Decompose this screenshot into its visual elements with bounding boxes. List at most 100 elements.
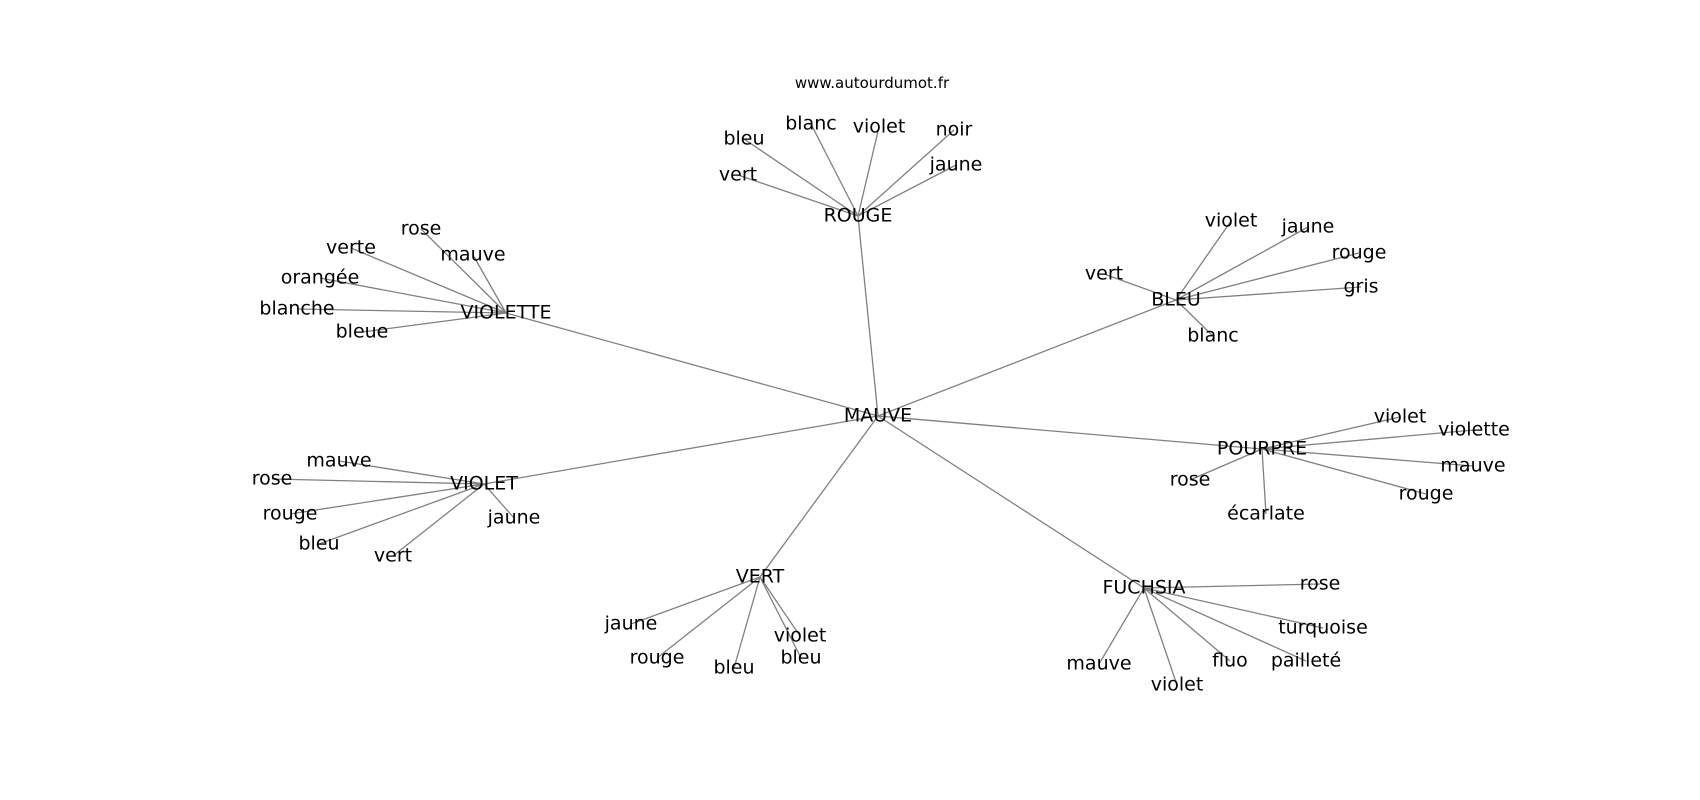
edge-rouge-leaf-4 (857, 129, 955, 217)
leaf-node-bleu-5[interactable]: blanc (1187, 325, 1238, 347)
edge-violette-leaf-3 (350, 247, 507, 314)
leaf-node-violette-5[interactable]: mauve (440, 244, 505, 266)
edge-center-violet (483, 415, 879, 485)
leaf-node-bleu-3[interactable]: rouge (1332, 242, 1387, 264)
edge-center-pourpre (877, 415, 1263, 450)
edge-vert-leaf-0 (630, 576, 761, 625)
edge-violette-leaf-0 (361, 312, 507, 333)
hub-node-violet[interactable]: VIOLET (450, 473, 518, 495)
leaf-node-rouge-0[interactable]: vert (719, 164, 757, 186)
leaf-node-vert-1[interactable]: rouge (630, 647, 685, 669)
leaf-node-rouge-1[interactable]: bleu (723, 128, 764, 150)
edge-pourpre-leaf-0 (1261, 416, 1401, 450)
edge-violet-leaf-2 (289, 483, 485, 515)
edge-violette-leaf-4 (420, 228, 507, 314)
leaf-node-violette-2[interactable]: orangée (281, 267, 360, 289)
edge-bleu-leaf-3 (1175, 252, 1360, 301)
graph-edges (271, 123, 1475, 686)
edge-violet-leaf-5 (483, 483, 515, 519)
edge-violet-leaf-4 (392, 483, 485, 557)
edge-center-violette (505, 312, 879, 417)
edge-center-fuchsia (877, 415, 1145, 589)
edge-vert-leaf-4 (759, 576, 802, 659)
edge-rouge-leaf-0 (737, 174, 859, 217)
edge-bleu-leaf-4 (1175, 286, 1362, 301)
leaf-node-violette-3[interactable]: verte (326, 237, 376, 259)
edge-violet-leaf-0 (338, 460, 485, 485)
edge-violet-leaf-3 (318, 483, 485, 545)
hub-node-vert[interactable]: VERT (736, 566, 785, 588)
hub-node-bleu[interactable]: BLEU (1151, 289, 1201, 311)
edge-fuchsia-leaf-4 (1143, 587, 1178, 686)
leaf-node-fuchsia-2[interactable]: pailleté (1271, 650, 1341, 672)
edge-bleu-leaf-1 (1175, 220, 1232, 301)
leaf-node-pourpre-5[interactable]: rose (1170, 469, 1211, 491)
edge-fuchsia-leaf-3 (1143, 587, 1231, 662)
edge-rouge-leaf-2 (810, 123, 859, 217)
leaf-node-violet-5[interactable]: jaune (487, 507, 541, 529)
graph-labels: www.autourdumot.fr MAUVEROUGEvertbleubla… (252, 74, 1510, 696)
leaf-node-bleu-0[interactable]: vert (1085, 263, 1123, 285)
leaf-node-pourpre-0[interactable]: violet (1374, 406, 1427, 428)
edge-bleu-leaf-5 (1175, 299, 1214, 337)
leaf-node-violet-2[interactable]: rouge (263, 503, 318, 525)
leaf-node-bleu-4[interactable]: gris (1343, 276, 1378, 298)
edge-fuchsia-leaf-0 (1143, 583, 1321, 589)
leaf-node-vert-0[interactable]: jaune (604, 613, 658, 635)
leaf-node-rouge-5[interactable]: jaune (929, 154, 983, 176)
edge-bleu-leaf-0 (1103, 273, 1177, 301)
edge-violette-leaf-2 (319, 277, 507, 314)
edge-pourpre-leaf-1 (1261, 429, 1475, 450)
hub-node-rouge[interactable]: ROUGE (824, 205, 893, 227)
edge-center-bleu (877, 299, 1177, 417)
leaf-node-bleu-1[interactable]: violet (1205, 210, 1258, 232)
site-url: www.autourdumot.fr (795, 74, 950, 92)
edge-center-rouge (857, 215, 879, 417)
edge-fuchsia-leaf-1 (1143, 587, 1324, 629)
edge-pourpre-leaf-4 (1261, 448, 1267, 515)
leaf-node-pourpre-3[interactable]: rouge (1399, 483, 1454, 505)
leaf-node-fuchsia-1[interactable]: turquoise (1278, 617, 1368, 639)
edge-rouge-leaf-5 (857, 164, 957, 217)
leaf-node-violet-3[interactable]: bleu (298, 533, 339, 555)
edge-vert-leaf-3 (759, 576, 801, 637)
leaf-node-vert-4[interactable]: bleu (780, 647, 821, 669)
leaf-node-violette-0[interactable]: bleue (336, 321, 389, 343)
leaf-node-violet-1[interactable]: rose (252, 468, 293, 490)
edge-pourpre-leaf-2 (1261, 448, 1474, 467)
hub-node-violette[interactable]: VIOLETTE (460, 302, 551, 324)
leaf-node-pourpre-4[interactable]: écarlate (1227, 503, 1305, 525)
leaf-node-violette-4[interactable]: rose (401, 218, 442, 240)
edge-violette-leaf-1 (296, 308, 507, 314)
edge-rouge-leaf-1 (743, 138, 859, 217)
leaf-node-violet-4[interactable]: vert (374, 545, 412, 567)
leaf-node-fuchsia-5[interactable]: mauve (1066, 653, 1131, 675)
edge-pourpre-leaf-5 (1189, 448, 1263, 481)
edge-bleu-leaf-2 (1175, 226, 1309, 301)
leaf-node-fuchsia-3[interactable]: fluo (1212, 650, 1248, 672)
leaf-node-pourpre-2[interactable]: mauve (1440, 455, 1505, 477)
edge-rouge-leaf-3 (857, 126, 880, 217)
leaf-node-vert-3[interactable]: violet (774, 625, 827, 647)
leaf-node-violette-1[interactable]: blanche (259, 298, 334, 320)
leaf-node-pourpre-1[interactable]: violette (1438, 419, 1510, 441)
leaf-node-fuchsia-4[interactable]: violet (1151, 674, 1204, 696)
leaf-node-fuchsia-0[interactable]: rose (1300, 573, 1341, 595)
leaf-node-rouge-4[interactable]: noir (936, 119, 973, 141)
center-node[interactable]: MAUVE (844, 405, 912, 427)
edge-violette-leaf-5 (472, 254, 507, 314)
hub-node-pourpre[interactable]: POURPRE (1217, 438, 1307, 460)
edge-vert-leaf-1 (656, 576, 761, 659)
hub-node-fuchsia[interactable]: FUCHSIA (1102, 577, 1185, 599)
edge-vert-leaf-2 (733, 576, 761, 669)
edge-fuchsia-leaf-2 (1143, 587, 1307, 662)
edge-violet-leaf-1 (271, 478, 485, 485)
edge-center-vert (759, 415, 879, 578)
leaf-node-violet-0[interactable]: mauve (306, 450, 371, 472)
leaf-node-rouge-2[interactable]: blanc (785, 113, 836, 135)
leaf-node-rouge-3[interactable]: violet (853, 116, 906, 138)
leaf-node-vert-2[interactable]: bleu (713, 657, 754, 679)
leaf-node-bleu-2[interactable]: jaune (1281, 216, 1335, 238)
edge-pourpre-leaf-3 (1261, 448, 1427, 495)
